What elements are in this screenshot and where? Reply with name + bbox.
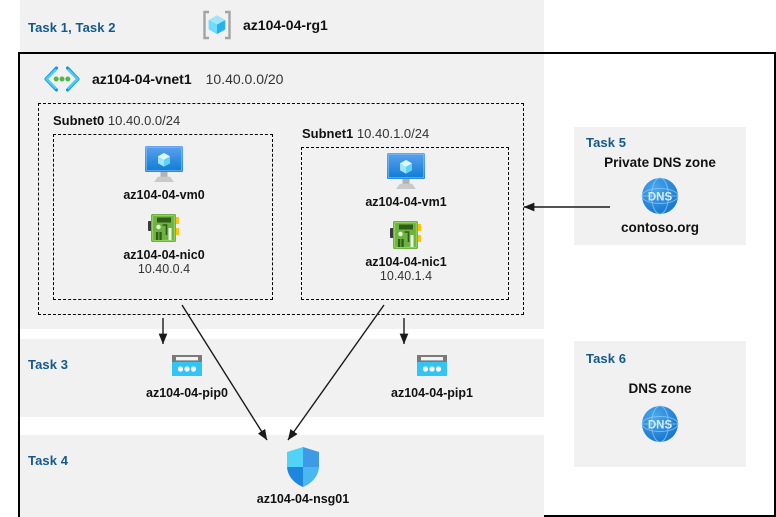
task-label-5: Task 5 (586, 135, 627, 150)
task-3-panel: Task 3 az104-04-pip0 (20, 339, 544, 417)
nic-ip-1: 10.40.1.4 (379, 269, 433, 283)
subnet-0-cidr: 10.40.0.0/24 (107, 113, 181, 128)
subnet-0-title: Subnet0 10.40.0.0/24 (53, 113, 180, 128)
vm-node-0: az104-04-vm0 (89, 143, 239, 202)
subnet-1-name: Subnet1 (302, 126, 354, 141)
subnet-0-name: Subnet0 (53, 113, 105, 128)
subnet-1-cidr: 10.40.1.0/24 (356, 126, 430, 141)
task-6-panel: Task 6 DNS zone DNS (574, 341, 746, 467)
subnets-container: Subnet0 10.40.0.0/24 (38, 103, 524, 315)
dns-zone-heading: DNS zone (628, 381, 692, 396)
nsg-node: az104-04-nsg01 (228, 445, 378, 506)
virtual-network-name: az104-04-vnet1 (92, 71, 192, 87)
virtual-network-cidr: 10.40.0.0/20 (205, 71, 284, 87)
subnet-1-title: Subnet1 10.40.1.0/24 (302, 126, 429, 141)
nic-node-1: az104-04-nic1 10.40.1.4 (331, 218, 481, 283)
task-label-6: Task 6 (586, 351, 627, 366)
public-ip-name-1: az104-04-pip1 (391, 386, 473, 400)
resource-group-title: az104-04-rg1 (200, 8, 328, 42)
vm-node-1: az104-04-vm1 (331, 150, 481, 209)
subnet-0: Subnet0 10.40.0.0/24 (39, 104, 288, 314)
nic-name-1: az104-04-nic1 (365, 255, 447, 269)
resource-group-icon (200, 8, 234, 42)
network-interface-icon (89, 211, 239, 245)
vm-name-0: az104-04-vm0 (123, 188, 205, 202)
virtual-network-panel (20, 54, 544, 329)
virtual-network-header: az104-04-vnet1 10.40.0.0/20 (42, 66, 283, 92)
dns-zone-globe-icon: DNS (639, 175, 681, 217)
subnet-0-inner-box: az104-04-vm0 (53, 134, 273, 300)
nic-node-0: az104-04-nic0 10.40.0.4 (89, 211, 239, 276)
dns-icon-text: DNS (648, 420, 673, 432)
public-ip-name-0: az104-04-pip0 (146, 386, 228, 400)
public-ip-node-1: az104-04-pip1 (357, 351, 507, 400)
nic-ip-0: 10.40.0.4 (137, 262, 191, 276)
virtual-network-outer-box: az104-04-vnet1 10.40.0.0/20 Subnet0 10.4… (18, 52, 776, 517)
nsg-name: az104-04-nsg01 (256, 492, 350, 506)
dns-zone-icon-wrap: DNS (574, 403, 746, 445)
nic-name-0: az104-04-nic0 (123, 248, 205, 262)
task-5-panel: Task 5 Private DNS zone DNS c (574, 127, 746, 245)
subnet-1: Subnet1 10.40.1.0/24 (288, 104, 525, 314)
public-ip-address-icon (112, 351, 262, 383)
private-dns-zone-name: contoso.org (621, 220, 699, 235)
public-ip-address-icon (357, 351, 507, 383)
private-dns-zone-icon-wrap: DNS (574, 175, 746, 217)
resource-group-name: az104-04-rg1 (243, 17, 328, 33)
private-dns-zone-heading: Private DNS zone (604, 155, 716, 170)
virtual-machine-icon (89, 143, 239, 185)
dns-zone-globe-icon: DNS (639, 403, 681, 445)
public-ip-node-0: az104-04-pip0 (112, 351, 262, 400)
resource-group-panel (20, 0, 544, 52)
vm-name-1: az104-04-vm1 (365, 195, 447, 209)
dns-icon-text: DNS (648, 192, 673, 204)
virtual-machine-icon (331, 150, 481, 192)
task-4-panel: Task 4 (20, 435, 544, 517)
task-label-3: Task 3 (28, 357, 69, 372)
network-interface-icon (331, 218, 481, 252)
virtual-network-icon (42, 66, 82, 92)
subnet-1-inner-box: az104-04-vm1 (301, 147, 509, 300)
network-security-group-shield-icon (228, 445, 378, 489)
task-label-1-2: Task 1, Task 2 (28, 20, 116, 35)
task-label-4: Task 4 (28, 453, 69, 468)
